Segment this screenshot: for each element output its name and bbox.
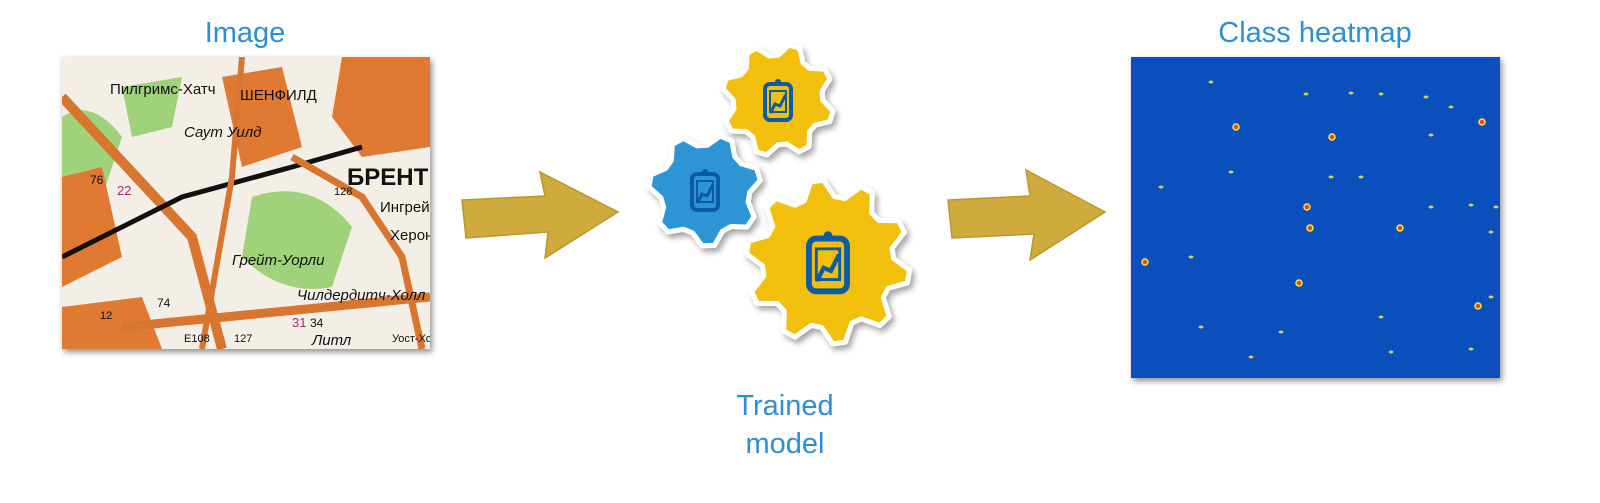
- map-text: Херон: [390, 227, 430, 244]
- heatmap-warm-spot: [1428, 133, 1434, 137]
- heatmap-warm-spot: [1388, 350, 1394, 354]
- heatmap-warm-spot: [1423, 95, 1429, 99]
- map-text: Грейт-Уорли: [232, 252, 325, 269]
- heatmap-hotspot: [1478, 118, 1486, 126]
- heatmap-warm-spot: [1448, 105, 1454, 109]
- clipboard-chart-icon: [763, 79, 793, 122]
- map-text: 76: [90, 173, 104, 187]
- heatmap-warm-spot: [1278, 330, 1284, 334]
- map-text: БРЕНТ: [347, 164, 429, 191]
- heatmap-hotspot: [1396, 224, 1404, 232]
- heatmap-warm-spot: [1428, 205, 1434, 209]
- heatmap-hotspot: [1303, 203, 1311, 211]
- heatmap-warm-spot: [1158, 185, 1164, 189]
- heatmap-hotspot: [1232, 123, 1240, 131]
- map-text: 128: [334, 186, 352, 198]
- heatmap-warm-spot: [1488, 230, 1494, 234]
- map-text: 74: [157, 296, 171, 310]
- map-text: Саут Уилд: [184, 124, 262, 141]
- heatmap-warm-spot: [1228, 170, 1234, 174]
- heatmap-label: Class heatmap: [1218, 17, 1412, 49]
- heatmap-hotspot: [1328, 133, 1336, 141]
- heatmap-warm-spot: [1328, 175, 1334, 179]
- gear-model-icon-yellow-small: [720, 42, 836, 158]
- heatmap-warm-spot: [1468, 203, 1474, 207]
- clipboard-chart-icon: [806, 231, 850, 295]
- model-label: Trained model: [736, 390, 834, 460]
- heatmap-graphic: [1141, 80, 1499, 359]
- heatmap-warm-spot: [1468, 347, 1474, 351]
- gear-model-icon-yellow-large: [743, 177, 913, 347]
- heatmap-hotspot: [1474, 302, 1482, 310]
- map-graphic: Пилгримс-Хатч ШЕНФИЛД БРЕНТ Ингрей Херон…: [62, 57, 430, 349]
- arrow-right-icon: [461, 170, 620, 260]
- map-text: Пилгримс-Хатч: [110, 81, 216, 98]
- heatmap-warm-spot: [1198, 325, 1204, 329]
- heatmap-warm-spot: [1378, 315, 1384, 319]
- heatmap-warm-spot: [1188, 255, 1194, 259]
- arrow-right-icon: [947, 168, 1107, 262]
- map-text: 12: [100, 310, 112, 322]
- gear-model-icon-blue: [646, 133, 763, 249]
- map-text: 127: [234, 333, 252, 345]
- map-text: Чилдердитч-Холл: [297, 287, 426, 304]
- heatmap-warm-spot: [1378, 92, 1384, 96]
- map-text: Ингрей: [380, 199, 430, 216]
- heatmap-warm-spot: [1358, 175, 1364, 179]
- input-map-image: Пилгримс-Хатч ШЕНФИЛД БРЕНТ Ингрей Херон…: [62, 57, 430, 349]
- map-text: 22: [117, 183, 131, 198]
- heatmap-warm-spot: [1348, 91, 1354, 95]
- map-text: Уост-Хорн: [392, 333, 430, 345]
- map-text: 34: [310, 316, 324, 330]
- heatmap-hotspot: [1306, 224, 1314, 232]
- map-text: 31: [292, 315, 306, 330]
- heatmap-hotspot: [1141, 258, 1149, 266]
- heatmap-warm-spot: [1303, 92, 1309, 96]
- heatmap-warm-spot: [1488, 295, 1494, 299]
- heatmap-hotspot: [1295, 279, 1303, 287]
- class-heatmap-image: [1131, 57, 1500, 378]
- map-text: Литл: [311, 332, 352, 349]
- heatmap-warm-spot: [1248, 355, 1254, 359]
- map-text: E108: [184, 333, 210, 345]
- map-text: ШЕНФИЛД: [240, 87, 317, 104]
- clipboard-chart-icon: [690, 169, 720, 212]
- heatmap-warm-spot: [1493, 205, 1499, 209]
- input-image-label: Image: [204, 17, 286, 49]
- heatmap-warm-spot: [1208, 80, 1214, 84]
